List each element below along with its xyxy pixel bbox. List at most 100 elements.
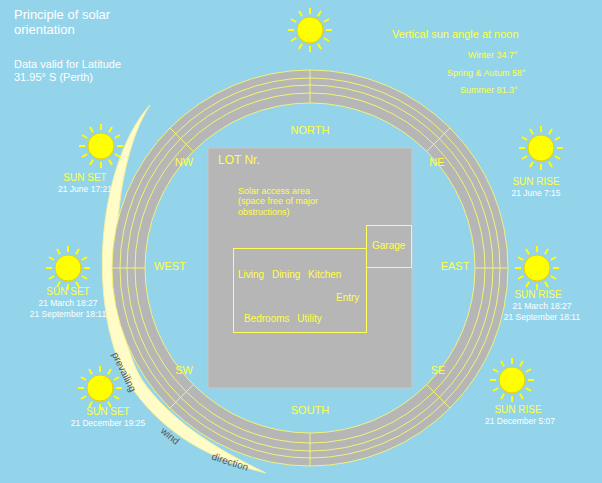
sun-ray (100, 162, 102, 168)
diagram-title: Principle of solar orientation (14, 8, 154, 38)
sun-ray (318, 44, 321, 49)
garage-label: Garage (372, 240, 405, 252)
room-names: Bedrooms Utility (244, 313, 322, 325)
sun-ray (518, 257, 523, 260)
sun-ray (545, 249, 548, 254)
sun-ray (555, 156, 560, 159)
angle-value: Spring & Autum 58° (447, 68, 526, 78)
sun-ray (493, 388, 498, 391)
sun-ray (299, 11, 302, 16)
compass-label: NE (429, 156, 444, 169)
sun-symbols (46, 8, 563, 410)
sun-ray (519, 147, 525, 149)
lot-note: Solar access area (space free of major o… (238, 186, 338, 217)
sun-ray (309, 8, 311, 14)
sun-disc (297, 17, 323, 43)
sun-ray (82, 154, 87, 157)
sun-ray (67, 246, 69, 252)
sun-disc (55, 255, 81, 281)
sun-ray (501, 361, 504, 366)
room-names: Living Dining Kitchen (238, 269, 341, 281)
sun-ray (526, 249, 529, 254)
data-note: Data valid for Latitude 31.95° S (Perth) (14, 58, 132, 83)
sun-disc (528, 135, 554, 161)
sun-ray (116, 387, 122, 389)
sun-disc (499, 367, 525, 393)
sun-ray (57, 249, 60, 254)
sun-ray (291, 38, 296, 41)
wind-label: wind (158, 425, 181, 447)
sun-ray (324, 38, 329, 41)
sun-ray (522, 137, 527, 140)
sun-time: 21 June 7:15 (511, 189, 560, 199)
sun-ray (540, 126, 542, 132)
sun-ray (540, 164, 542, 170)
sun-ray (114, 377, 119, 380)
sun-time: 21 December 5:07 (485, 417, 555, 427)
sun-ray (493, 369, 498, 372)
sun-ray (518, 276, 523, 279)
wind-label: direction (210, 451, 250, 474)
sun-disc (88, 133, 114, 159)
sun-ray (79, 145, 85, 147)
compass-label: WEST (154, 260, 186, 273)
sun-ray (536, 246, 538, 252)
sun-ray (82, 276, 87, 279)
sun-ray (84, 267, 90, 269)
sun-ray (528, 379, 534, 381)
sun-ray (511, 396, 513, 402)
sun-ray (520, 361, 523, 366)
sun-ray (522, 156, 527, 159)
sun-time: 21 September 18:11 (30, 310, 106, 320)
sun-ray (46, 267, 52, 269)
sun-ray (326, 29, 332, 31)
sun-ray (89, 369, 92, 374)
sun-disc (87, 375, 113, 401)
sun-event: SUN SET (63, 172, 106, 184)
wind-label: prevailing (109, 350, 138, 394)
sun-ray (530, 129, 533, 134)
sun-ray (549, 162, 552, 167)
angle-value: Winter 34.7° (468, 50, 518, 60)
sun-ray (318, 11, 321, 16)
sun-ray (551, 257, 556, 260)
sun-ray (553, 267, 559, 269)
sun-ray (309, 46, 311, 52)
house-outline: Living Dining KitchenEntryBedrooms Utili… (233, 248, 367, 333)
sun-ray (81, 377, 86, 380)
sun-ray (526, 369, 531, 372)
sun-ray (515, 267, 521, 269)
entry-label: Entry (336, 292, 359, 304)
lot-area (208, 148, 412, 388)
compass-ring (129, 87, 492, 450)
sun-ray (109, 127, 112, 132)
angle-heading: Vertical sun angle at noon (392, 28, 519, 41)
sun-event: SUN SET (86, 406, 129, 418)
sun-ray (555, 137, 560, 140)
sun-ray (526, 282, 529, 287)
sun-ray (114, 396, 119, 399)
sun-ray (108, 369, 111, 374)
sun-ray (78, 387, 84, 389)
sun-time: 21 March 18:27 (512, 302, 571, 312)
sun-ray (76, 249, 79, 254)
sun-ray (115, 135, 120, 138)
compass-label: SE (431, 364, 446, 377)
sun-ray (530, 162, 533, 167)
sun-ray (520, 394, 523, 399)
sun-ray (117, 145, 123, 147)
sun-time: 21 December 19:25 (71, 419, 146, 429)
sun-ray (291, 19, 296, 22)
sun-ray (551, 276, 556, 279)
compass-label: NORTH (291, 124, 330, 137)
sun-event: SUN SET (46, 286, 89, 298)
sun-ray (549, 129, 552, 134)
sun-disc (524, 255, 550, 281)
sun-ray (526, 388, 531, 391)
sun-ray (90, 160, 93, 165)
sun-time: 21 March 18:27 (38, 299, 97, 309)
sun-event: SUN RISE (494, 404, 541, 416)
ring-lines (112, 70, 508, 466)
garage-box: Garage (366, 225, 412, 268)
compass-label: EAST (441, 260, 470, 273)
